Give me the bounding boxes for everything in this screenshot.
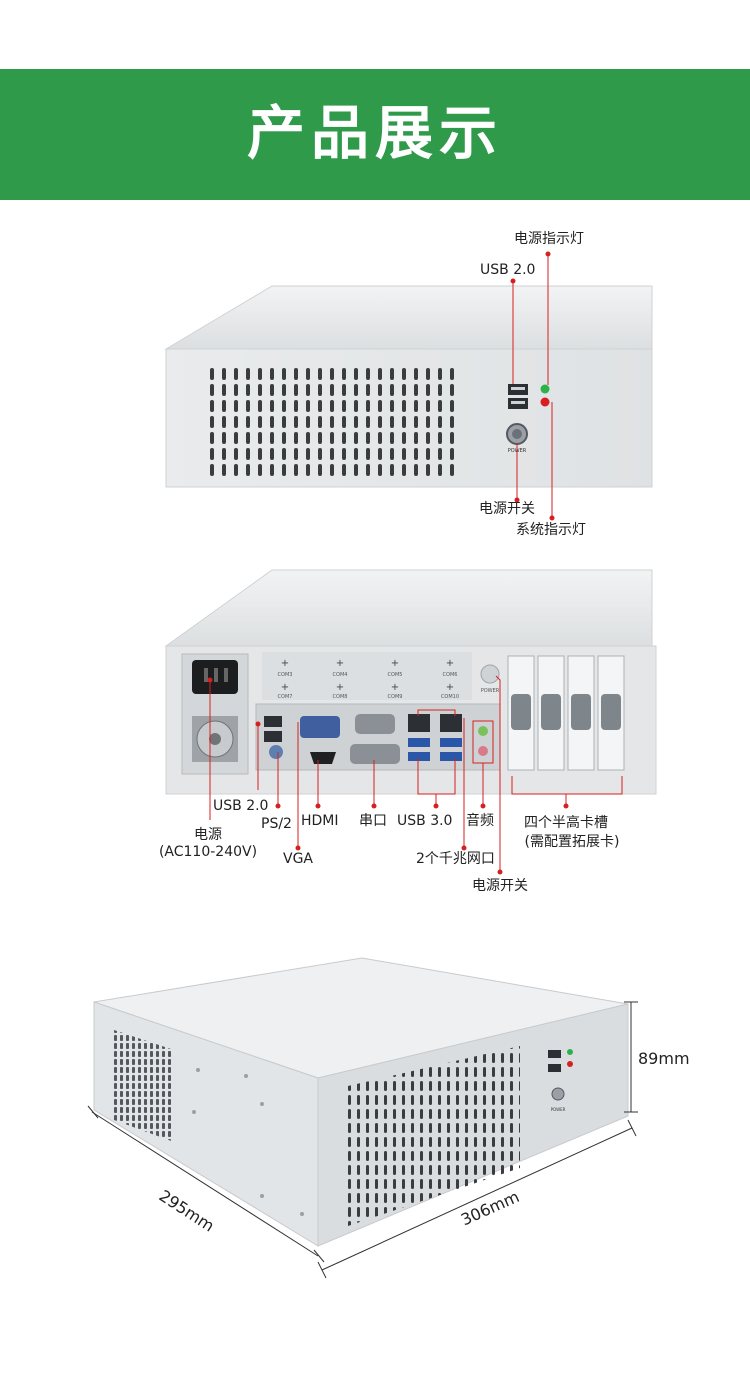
usb3-port-icon (408, 752, 430, 761)
label-slots-line1: 四个半高卡槽 (524, 815, 608, 831)
header-banner: 产品展示 (0, 69, 750, 200)
com-label: COM8 (333, 694, 348, 700)
svg-text:+: + (281, 682, 289, 693)
page-title: 产品展示 (246, 99, 503, 167)
iso-case (93, 957, 629, 1247)
front-callouts (510, 251, 555, 521)
svg-text:+: + (336, 682, 344, 693)
front-case (164, 285, 653, 488)
svg-text:+: + (446, 682, 454, 693)
label-rear-power-switch: 电源开关 (472, 878, 528, 894)
com-label: COM4 (333, 672, 348, 678)
label-vga: VGA (283, 851, 314, 867)
audio-line-out-icon (478, 726, 488, 736)
lan-port-icon (408, 714, 430, 732)
label-power-switch: 电源开关 (479, 501, 535, 517)
rear-power-button-icon (480, 664, 500, 684)
rear-usb2-port (264, 731, 282, 742)
label-rear-usb2: USB 2.0 (213, 798, 269, 814)
dimension-lines (87, 1001, 638, 1279)
com-label: COM9 (388, 694, 403, 700)
vga-port-icon (300, 716, 340, 738)
label-front-usb2: USB 2.0 (480, 262, 536, 278)
serial-port-icon (350, 744, 400, 764)
com-label: COM3 (278, 672, 293, 678)
dimension-height: 89mm (638, 1049, 690, 1068)
label-power-supply: 电源 (194, 827, 222, 843)
label-system-indicator: 系统指示灯 (516, 522, 586, 538)
svg-text:+: + (391, 658, 399, 669)
iso-power-text: POWER (551, 1107, 566, 1112)
com-label: COM10 (441, 694, 459, 700)
front-vent (210, 368, 454, 478)
power-led (540, 384, 550, 394)
serial-port-icon (355, 714, 395, 734)
usb3-port-icon (440, 738, 462, 747)
ps2-port-icon (269, 745, 283, 759)
label-serial: 串口 (359, 813, 387, 829)
svg-text:+: + (391, 682, 399, 693)
label-slots-line2: (需配置拓展卡) (524, 834, 620, 850)
com-label: COM5 (388, 672, 403, 678)
front-vent (348, 1046, 520, 1226)
svg-text:+: + (336, 658, 344, 669)
label-power-voltage: (AC110-240V) (158, 844, 258, 860)
label-hdmi: HDMI (301, 813, 339, 829)
label-usb3: USB 3.0 (397, 813, 453, 829)
audio-mic-icon (478, 746, 488, 756)
label-ps2: PS/2 (261, 816, 292, 832)
rear-callouts (207, 675, 623, 875)
svg-text:+: + (446, 658, 454, 669)
com-label: COM6 (443, 672, 458, 678)
label-lan: 2个千兆网口 (416, 851, 495, 867)
usb3-port-icon (440, 752, 462, 761)
svg-text:+: + (281, 658, 289, 669)
side-vent (114, 1030, 174, 1142)
label-power-indicator: 电源指示灯 (514, 231, 584, 247)
com-label: COM7 (278, 694, 293, 700)
rear-usb2-port (264, 716, 282, 727)
lan-port-icon (440, 714, 462, 732)
usb3-port-icon (408, 738, 430, 747)
rear-power-text: POWER (481, 688, 500, 694)
system-led (540, 397, 550, 407)
hdmi-port-icon (310, 752, 336, 764)
label-audio: 音频 (466, 813, 494, 829)
rear-case (164, 569, 657, 795)
